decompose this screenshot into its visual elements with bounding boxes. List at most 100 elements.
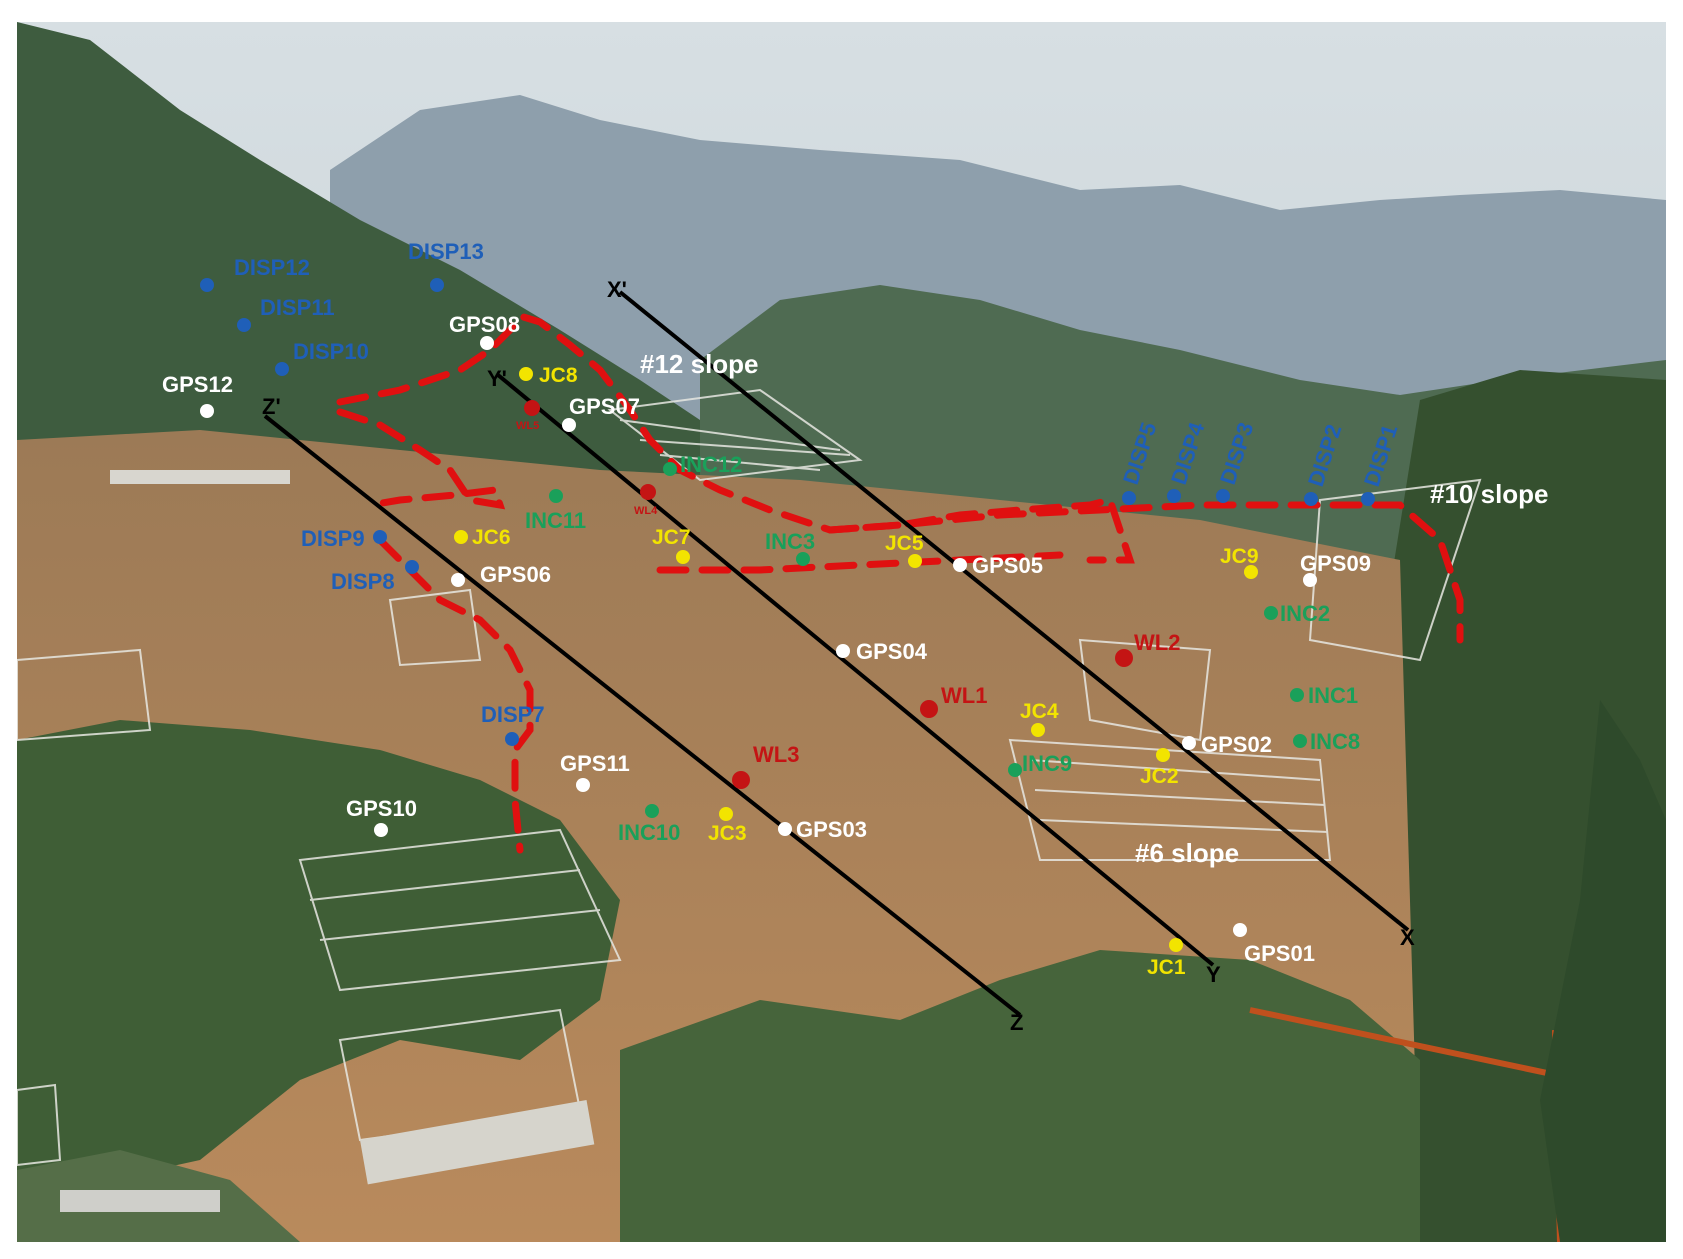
label-inc1: INC1 bbox=[1308, 683, 1358, 708]
label-disp10: DISP10 bbox=[293, 339, 369, 364]
label-wl4: WL4 bbox=[634, 505, 658, 517]
label-jc1: JC1 bbox=[1147, 956, 1186, 979]
marker-jc9 bbox=[1244, 565, 1258, 579]
marker-disp9 bbox=[373, 530, 387, 544]
label-section-x: X bbox=[1400, 925, 1415, 950]
label-slope-6: #6 slope bbox=[1135, 838, 1239, 868]
section-lines bbox=[263, 290, 1410, 1017]
marker-wl2 bbox=[1115, 649, 1133, 667]
label-gps06: GPS06 bbox=[480, 562, 551, 587]
marker-inc8 bbox=[1293, 734, 1307, 748]
boundary-lower-band bbox=[656, 551, 1064, 574]
label-slope-12: #12 slope bbox=[640, 349, 759, 379]
label-inc11: INC11 bbox=[525, 508, 586, 533]
label-section-z: Z bbox=[1010, 1010, 1023, 1035]
marker-gps11 bbox=[576, 778, 590, 792]
marker-gps04 bbox=[836, 644, 850, 658]
label-gps03: GPS03 bbox=[796, 817, 867, 842]
label-section-y-prime: Y' bbox=[487, 366, 507, 391]
boundary-upper-left bbox=[336, 408, 506, 510]
label-section-z-prime: Z' bbox=[262, 394, 281, 419]
marker-disp2 bbox=[1304, 492, 1318, 506]
boundary-left-lobe bbox=[376, 536, 534, 854]
label-jc7: JC7 bbox=[652, 526, 691, 549]
label-jc4: JC4 bbox=[1020, 700, 1059, 723]
label-gps10: GPS10 bbox=[346, 796, 417, 821]
label-gps11: GPS11 bbox=[560, 751, 630, 776]
label-disp12: DISP12 bbox=[234, 255, 310, 280]
label-inc9: INC9 bbox=[1022, 751, 1072, 776]
label-gps12: GPS12 bbox=[162, 372, 233, 397]
annotated-landslide-photo: #12 slope #10 slope #6 slope X' X Y' Y Z… bbox=[17, 22, 1666, 1242]
marker-gps02 bbox=[1182, 736, 1196, 750]
label-disp13: DISP13 bbox=[408, 239, 484, 264]
label-jc3: JC3 bbox=[708, 822, 747, 845]
marker-jc2 bbox=[1156, 748, 1170, 762]
marker-disp3 bbox=[1216, 489, 1230, 503]
label-jc2: JC2 bbox=[1140, 765, 1179, 788]
marker-jc5 bbox=[908, 554, 922, 568]
section-line-z bbox=[263, 414, 1022, 1017]
section-line-y bbox=[496, 373, 1215, 967]
marker-inc10 bbox=[645, 804, 659, 818]
marker-wl3 bbox=[732, 771, 750, 789]
marker-jc4 bbox=[1031, 723, 1045, 737]
marker-disp10 bbox=[275, 362, 289, 376]
marker-gps09 bbox=[1303, 573, 1317, 587]
marker-inc3 bbox=[796, 552, 810, 566]
label-section-x-prime: X' bbox=[607, 277, 627, 302]
markers bbox=[200, 278, 1375, 952]
label-wl2: WL2 bbox=[1134, 630, 1180, 655]
label-disp9: DISP9 bbox=[301, 526, 365, 551]
marker-gps03 bbox=[778, 822, 792, 836]
label-gps04: GPS04 bbox=[856, 639, 928, 664]
marker-inc1 bbox=[1290, 688, 1304, 702]
marker-disp13 bbox=[430, 278, 444, 292]
marker-gps01 bbox=[1233, 923, 1247, 937]
marker-gps08 bbox=[480, 336, 494, 350]
marker-gps05 bbox=[953, 558, 967, 572]
label-gps09: GPS09 bbox=[1300, 551, 1371, 576]
marker-wl4 bbox=[640, 484, 656, 500]
marker-disp11 bbox=[237, 318, 251, 332]
marker-inc11 bbox=[549, 489, 563, 503]
marker-disp4 bbox=[1167, 489, 1181, 503]
label-gps08: GPS08 bbox=[449, 312, 520, 337]
marker-jc3 bbox=[719, 807, 733, 821]
label-inc3: INC3 bbox=[765, 529, 815, 554]
label-disp8: DISP8 bbox=[331, 569, 395, 594]
label-gps01: GPS01 bbox=[1244, 941, 1315, 966]
label-gps02: GPS02 bbox=[1201, 732, 1272, 757]
label-slope-10: #10 slope bbox=[1430, 479, 1549, 509]
label-disp7: DISP7 bbox=[481, 702, 545, 727]
label-jc6: JC6 bbox=[472, 526, 511, 549]
marker-inc2 bbox=[1264, 606, 1278, 620]
label-wl1: WL1 bbox=[941, 683, 987, 708]
marker-inc12 bbox=[663, 462, 677, 476]
boundary-12-slope bbox=[336, 311, 1135, 564]
marker-disp7 bbox=[505, 732, 519, 746]
marker-disp1 bbox=[1361, 492, 1375, 506]
marker-jc1 bbox=[1169, 938, 1183, 952]
marker-disp8 bbox=[405, 560, 419, 574]
marker-jc7 bbox=[676, 550, 690, 564]
label-section-y: Y bbox=[1206, 962, 1221, 987]
label-gps07: GPS07 bbox=[569, 394, 640, 419]
marker-gps06 bbox=[451, 573, 465, 587]
label-inc8: INC8 bbox=[1310, 729, 1360, 754]
marker-gps12 bbox=[200, 404, 214, 418]
label-gps05: GPS05 bbox=[972, 553, 1043, 578]
marker-wl5 bbox=[524, 400, 540, 416]
label-jc8: JC8 bbox=[539, 364, 578, 387]
scene-background bbox=[17, 22, 1666, 1242]
landslide-boundaries bbox=[336, 311, 1464, 854]
marker-gps10 bbox=[374, 823, 388, 837]
marker-disp5 bbox=[1122, 491, 1136, 505]
label-wl3: WL3 bbox=[753, 742, 799, 767]
label-jc5: JC5 bbox=[885, 532, 924, 555]
marker-disp12 bbox=[200, 278, 214, 292]
section-line-x bbox=[618, 290, 1410, 932]
marker-jc8 bbox=[519, 367, 533, 381]
marker-jc6 bbox=[454, 530, 468, 544]
label-inc2: INC2 bbox=[1280, 601, 1330, 626]
